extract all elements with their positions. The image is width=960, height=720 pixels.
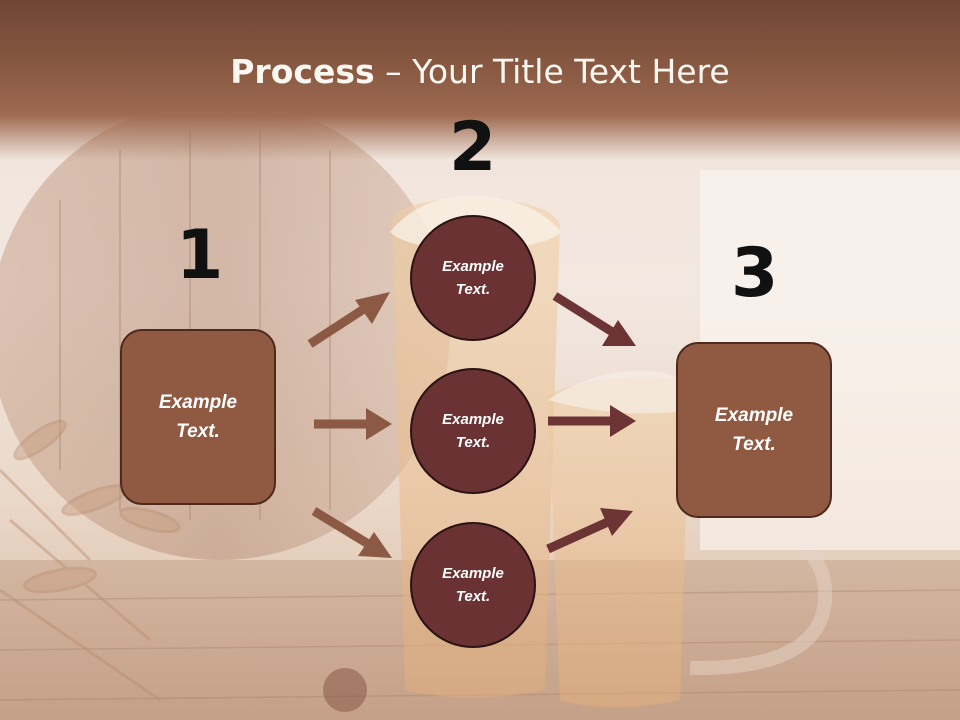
middle-circle-center: Example Text.: [410, 368, 536, 494]
middle-circle-bottom: Example Text.: [410, 522, 536, 648]
step-1-text: Example Text.: [158, 392, 238, 442]
slide-title: Process – Your Title Text Here: [0, 52, 960, 91]
arrow-right-middle: [548, 405, 636, 437]
step-3-text: Example Text.: [714, 405, 794, 455]
title-band: [0, 0, 960, 160]
step-number-3: 3: [731, 234, 779, 313]
step-3-box: Example Text.: [676, 342, 832, 518]
step-number-1: 1: [176, 216, 224, 295]
step-1-box: Example Text.: [120, 329, 276, 505]
arrow-left-bottom: [311, 507, 392, 558]
arrow-left-top: [307, 292, 390, 348]
arrow-right-top: [552, 292, 636, 346]
middle-circle-top-text: Example Text.: [442, 258, 504, 298]
arrow-right-bottom: [546, 508, 633, 554]
step-number-2: 2: [449, 108, 497, 187]
middle-circle-top: Example Text.: [410, 215, 536, 341]
middle-circle-bottom-text: Example Text.: [442, 565, 504, 605]
title-strong: Process: [230, 52, 375, 91]
middle-circle-center-text: Example Text.: [442, 411, 504, 451]
title-rest: – Your Title Text Here: [374, 52, 730, 91]
arrow-left-middle: [314, 408, 392, 440]
